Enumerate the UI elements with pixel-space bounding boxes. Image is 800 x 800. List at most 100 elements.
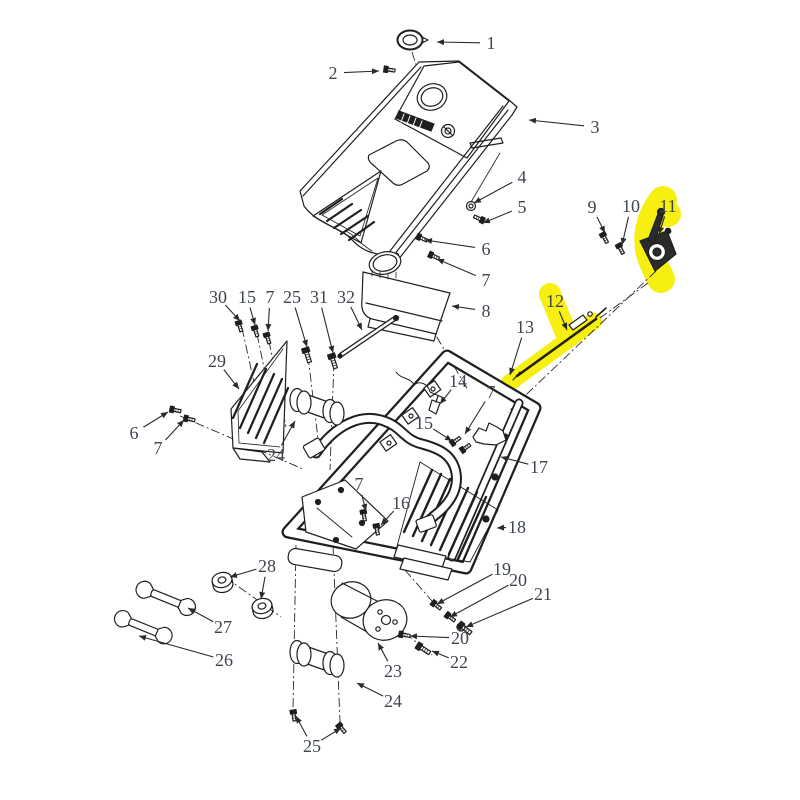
callout-leader-19: [436, 573, 493, 605]
callout-label-1: 1: [487, 33, 496, 53]
callout-label-7: 7: [154, 438, 163, 458]
callout-label-9: 9: [588, 197, 597, 217]
callout-leader-11: [658, 216, 666, 235]
callout-leader-16: [380, 510, 395, 526]
bolt-10: [614, 241, 627, 256]
callout-leader-28: [229, 568, 257, 578]
callout-label-25: 25: [283, 287, 301, 307]
throttle-lever: [639, 207, 677, 272]
engine-mount-front: [289, 387, 345, 426]
callout-leader-26: [138, 635, 214, 658]
callout-leader-29: [223, 369, 240, 390]
callout-leader-5: [482, 210, 513, 224]
engine-mount-rear: [289, 639, 345, 678]
callout-label-13: 13: [516, 317, 534, 337]
belt-guard: [230, 340, 290, 463]
callout-label-7: 7: [355, 474, 364, 494]
callout-leader-27: [187, 607, 214, 623]
grommet-28a: [210, 569, 235, 595]
callout-label-7: 7: [266, 287, 275, 307]
callout-leader-2: [343, 68, 380, 75]
callout-leader-24: [280, 420, 296, 446]
callout-label-14: 14: [449, 371, 467, 391]
callout-label-32: 32: [337, 287, 355, 307]
artwork: [111, 29, 677, 735]
callout-label-11: 11: [659, 196, 676, 216]
bolt-22: [414, 641, 433, 657]
bolt-9: [598, 230, 611, 245]
callout-label-30: 30: [209, 287, 227, 307]
bolt-6: [415, 232, 429, 244]
frame-brackets: [301, 371, 507, 550]
callout-leader-20: [409, 633, 450, 640]
callout-label-4: 4: [518, 167, 527, 187]
callout-leader-7: [464, 401, 486, 435]
callout-leader-30: [225, 304, 241, 322]
bolt-31: [326, 352, 340, 370]
callout-label-7: 7: [482, 270, 491, 290]
callout-label-10: 10: [622, 196, 640, 216]
callout-label-23: 23: [384, 661, 402, 681]
bolt-30: [234, 319, 245, 333]
bolt-19: [429, 599, 444, 612]
bolt-6-left: [168, 405, 182, 415]
callout-label-6: 6: [482, 239, 491, 259]
callout-label-5: 5: [518, 197, 527, 217]
callout-leader-22: [431, 650, 450, 659]
bolt-21: [456, 620, 474, 637]
bolt-25-top: [300, 346, 314, 364]
callout-leader-6: [424, 238, 476, 248]
callout-label-6: 6: [130, 423, 139, 443]
callout-leader-17: [500, 455, 529, 465]
callout-label-12: 12: [546, 291, 564, 311]
callout-leader-7: [361, 494, 368, 512]
wrench-26: [111, 607, 176, 647]
throttle-cable: [512, 307, 607, 381]
callout-label-20: 20: [509, 570, 527, 590]
callout-leader-21: [465, 597, 534, 628]
callout-leader-9: [596, 216, 606, 234]
engine-cover: [299, 60, 518, 262]
fastener-washer-4: [465, 152, 501, 212]
callout-label-18: 18: [508, 517, 526, 537]
bolt-20-drum: [397, 630, 411, 640]
callout-label-8: 8: [482, 301, 491, 321]
callout-leader-25: [295, 715, 308, 737]
bolt-7-frame: [458, 441, 473, 455]
callout-leader-28: [259, 576, 266, 600]
fuel-cap-seal: [396, 29, 429, 51]
callout-label-25: 25: [303, 736, 321, 756]
callout-label-17: 17: [530, 457, 548, 477]
callout-leader-14: [439, 389, 452, 405]
tool-rod: [337, 314, 400, 359]
callout-label-15: 15: [238, 287, 256, 307]
fuel-tank: [361, 251, 451, 342]
callout-label-24: 24: [384, 691, 402, 711]
callout-label-7: 7: [487, 382, 496, 402]
bolt-2: [382, 65, 396, 75]
callout-leader-12: [558, 310, 568, 331]
bolt-7-left: [262, 331, 273, 345]
base-plate-grille: [287, 461, 499, 581]
callout-label-28: 28: [258, 556, 276, 576]
callout-label-3: 3: [591, 117, 600, 137]
callout-label-16: 16: [392, 493, 410, 513]
callout-label-24: 24: [267, 445, 285, 465]
callout-label-22: 22: [450, 652, 468, 672]
callout-label-31: 31: [310, 287, 328, 307]
grommet-28b: [250, 595, 275, 621]
callout-leader-3: [528, 117, 585, 127]
callout-leader-1: [436, 39, 481, 46]
exciter-drum: [330, 581, 408, 641]
callout-leader-6: [143, 411, 169, 428]
callout-label-19: 19: [493, 559, 511, 579]
callout-leader-10: [620, 216, 630, 246]
callout-leader-4: [473, 181, 513, 204]
callout-label-2: 2: [329, 63, 338, 83]
callout-leader-13: [509, 337, 523, 376]
callout-leader-8: [451, 304, 476, 310]
callout-leader-32: [350, 306, 363, 331]
bolt-25-bottom-left: [289, 708, 299, 722]
